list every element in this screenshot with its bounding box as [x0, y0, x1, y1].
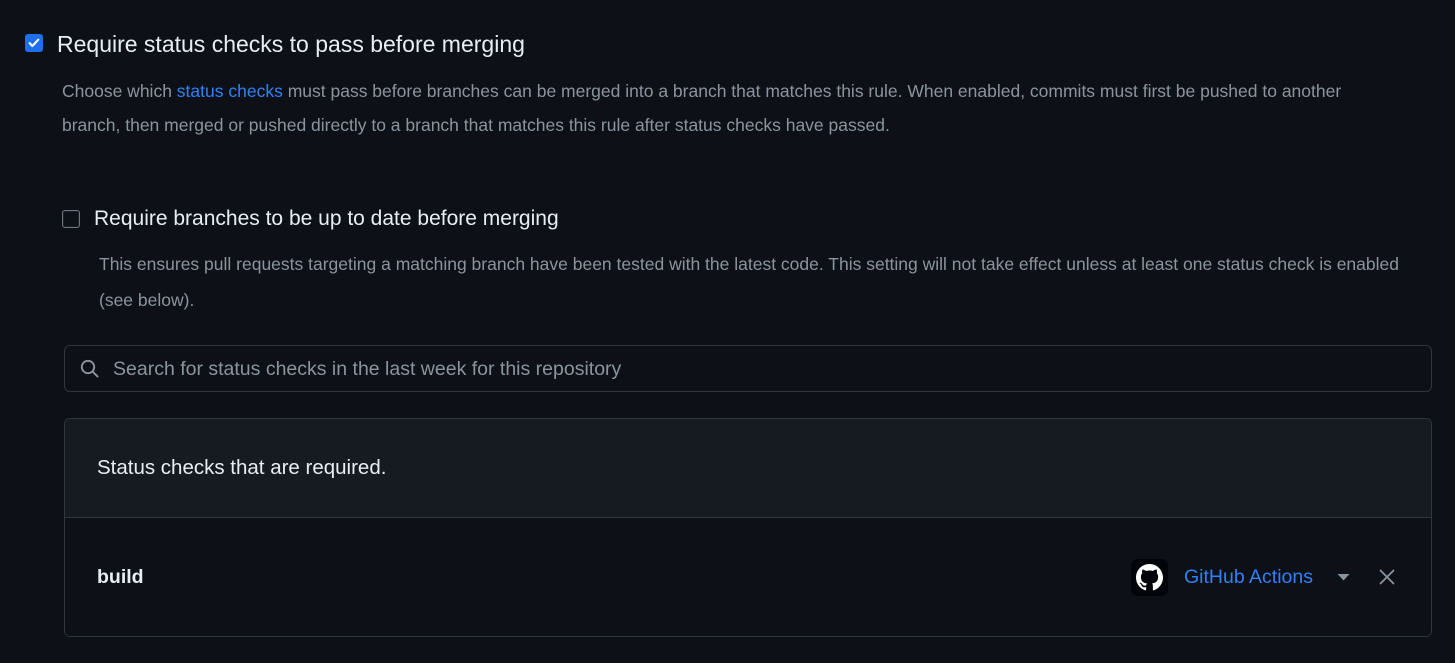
search-input[interactable]: Search for status checks in the last wee…	[113, 357, 622, 380]
require-up-to-date-label: Require branches to be up to date before…	[94, 207, 559, 230]
panel-header-title: Status checks that are required.	[97, 456, 387, 479]
description-text-after-link: must pass before branches can be merged …	[62, 81, 1342, 135]
status-checks-search-field[interactable]: Search for status checks in the last wee…	[64, 345, 1432, 392]
chevron-down-icon[interactable]	[1335, 569, 1351, 585]
status-checks-link[interactable]: status checks	[176, 81, 283, 101]
github-logo-icon	[1131, 558, 1169, 596]
close-icon[interactable]	[1375, 565, 1399, 589]
require-up-to-date-row[interactable]: Require branches to be up to date before…	[62, 207, 559, 231]
required-status-checks-panel-header: Status checks that are required.	[65, 419, 1431, 518]
table-row: build GitHub Actions	[65, 518, 1431, 636]
require-status-checks-row[interactable]: Require status checks to pass before mer…	[25, 31, 525, 57]
require-status-checks-checkbox[interactable]	[25, 34, 43, 52]
require-status-checks-label: Require status checks to pass before mer…	[57, 31, 525, 57]
required-status-checks-panel: Status checks that are required. build G…	[64, 418, 1432, 637]
require-up-to-date-description: This ensures pull requests targeting a m…	[99, 254, 1399, 310]
require-up-to-date-checkbox[interactable]	[62, 210, 80, 228]
status-check-name: build	[97, 566, 144, 588]
description-text-before-link: Choose which	[62, 81, 177, 101]
status-check-source-link[interactable]: GitHub Actions	[1184, 566, 1313, 588]
require-status-checks-description: Choose which status checks must pass bef…	[62, 74, 1382, 142]
search-icon	[79, 358, 100, 379]
status-check-source-controls: GitHub Actions	[1131, 558, 1399, 596]
